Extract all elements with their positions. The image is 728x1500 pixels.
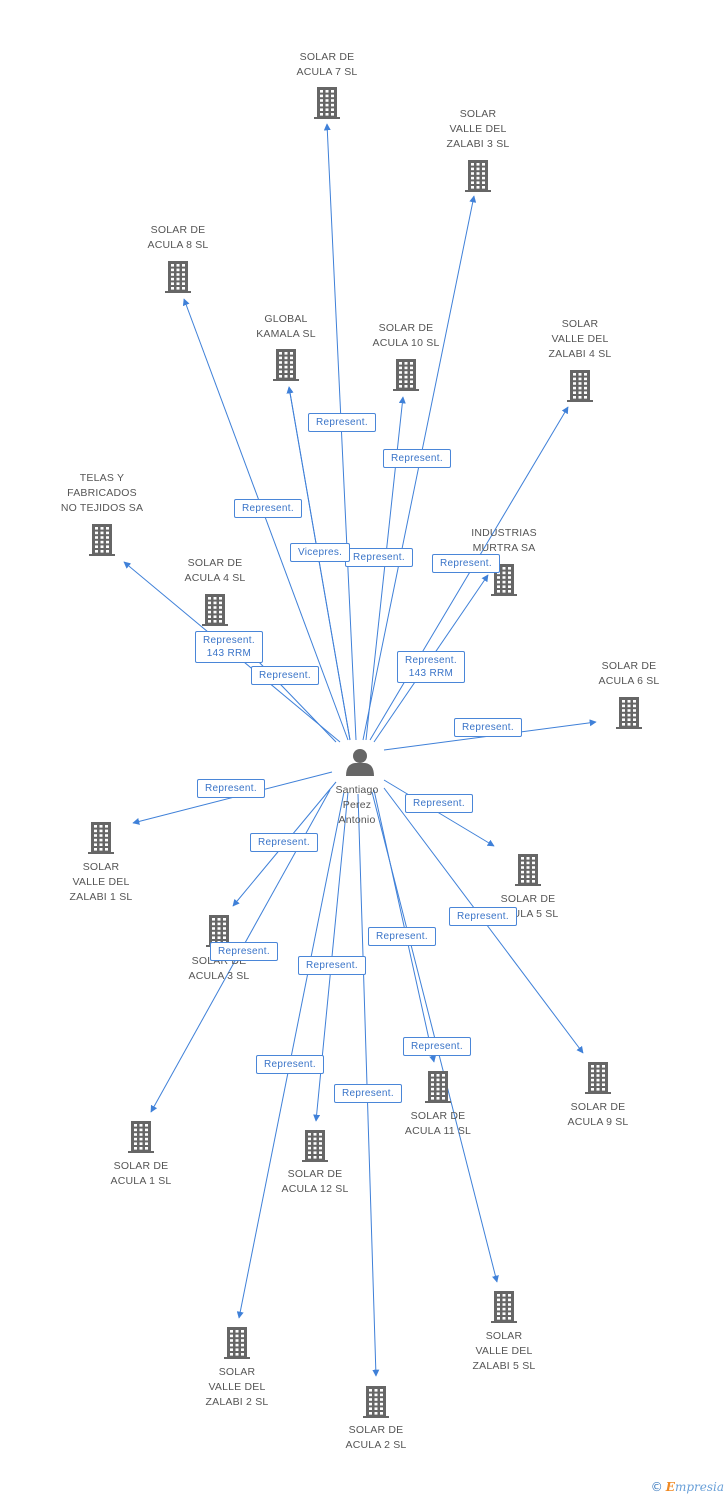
edge-solar-acula-8 [182, 298, 349, 741]
building-icon[interactable] [89, 524, 115, 556]
company-label-solar-zalabi-5[interactable]: SOLAR VALLE DEL ZALABI 5 SL [472, 1330, 536, 1372]
company-label-telas-fabricados[interactable]: TELAS Y FABRICADOS NO TEJIDOS SA [60, 472, 144, 514]
relation-label[interactable]: Represent. 143 RRM [195, 631, 263, 663]
company-label-global-kamala[interactable]: GLOBAL KAMALA SL [256, 313, 316, 340]
company-label-solar-acula-9[interactable]: SOLAR DE ACULA 9 SL [567, 1101, 629, 1128]
person-name[interactable]: Santiago Perez Antonio [335, 784, 379, 826]
company-label-solar-zalabi-3[interactable]: SOLAR VALLE DEL ZALABI 3 SL [446, 108, 510, 150]
company-label-solar-acula-10[interactable]: SOLAR DE ACULA 10 SL [372, 322, 440, 349]
company-label-solar-acula-6[interactable]: SOLAR DE ACULA 6 SL [598, 660, 660, 687]
brand-name: mpresia [674, 1480, 724, 1494]
building-icon[interactable] [224, 1327, 250, 1359]
relation-label[interactable]: Represent. [250, 833, 318, 852]
relation-label[interactable]: Represent. [368, 927, 436, 946]
relation-label[interactable]: Represent. [234, 499, 302, 518]
building-icon[interactable] [88, 822, 114, 854]
building-icon[interactable] [425, 1071, 451, 1103]
building-icon[interactable] [515, 854, 541, 886]
relation-label[interactable]: Represent. 143 RRM [397, 651, 465, 683]
company-label-solar-acula-2[interactable]: SOLAR DE ACULA 2 SL [345, 1424, 407, 1451]
relation-label[interactable]: Represent. [449, 907, 517, 926]
brand-initial: E [665, 1480, 675, 1494]
company-label-solar-zalabi-2[interactable]: SOLAR VALLE DEL ZALABI 2 SL [205, 1366, 269, 1408]
edge-solar-zalabi-3 [362, 195, 477, 741]
relation-label[interactable]: Represent. [405, 794, 473, 813]
building-icon[interactable] [567, 370, 593, 402]
building-icon[interactable] [302, 1130, 328, 1162]
building-icon[interactable] [616, 697, 642, 729]
building-icon[interactable] [128, 1121, 154, 1153]
company-label-solar-acula-12[interactable]: SOLAR DE ACULA 12 SL [281, 1168, 349, 1195]
company-label-solar-acula-4[interactable]: SOLAR DE ACULA 4 SL [184, 557, 246, 584]
relation-label[interactable]: Represent. [251, 666, 319, 685]
relation-label[interactable]: Represent. [454, 718, 522, 737]
relation-label[interactable]: Represent. [403, 1037, 471, 1056]
relation-label[interactable]: Represent. [308, 413, 376, 432]
edge-solar-zalabi-4 [369, 406, 569, 741]
building-icon[interactable] [465, 160, 491, 192]
relation-label[interactable]: Represent. [197, 779, 265, 798]
edge-solar-acula-5 [383, 779, 495, 847]
building-icon[interactable] [202, 594, 228, 626]
company-label-industrias-murtra[interactable]: INDUSTRIAS MURTRA SA [471, 527, 537, 554]
building-icon[interactable] [393, 359, 419, 391]
relation-label[interactable]: Represent. [383, 449, 451, 468]
relation-label[interactable]: Represent. [210, 942, 278, 961]
relation-label[interactable]: Represent. [334, 1084, 402, 1103]
company-label-solar-zalabi-1[interactable]: SOLAR VALLE DEL ZALABI 1 SL [69, 861, 133, 903]
building-icon[interactable] [314, 87, 340, 119]
building-icon[interactable] [363, 1386, 389, 1418]
relation-label[interactable]: Represent. [432, 554, 500, 573]
relation-label[interactable]: Vicepres. [290, 543, 351, 562]
building-icon[interactable] [491, 1291, 517, 1323]
building-icon[interactable] [165, 261, 191, 293]
company-label-solar-acula-11[interactable]: SOLAR DE ACULA 11 SL [404, 1110, 472, 1137]
building-icon[interactable] [585, 1062, 611, 1094]
relation-label[interactable]: Represent. [298, 956, 366, 975]
building-icon[interactable] [273, 349, 299, 381]
edge-solar-acula-11 [373, 789, 437, 1063]
footer-brand: ©Empresia [651, 1480, 724, 1494]
relation-label[interactable]: Represent. [256, 1055, 324, 1074]
edge-solar-acula-7 [323, 123, 357, 741]
relation-label[interactable]: Represent. [345, 548, 413, 567]
copyright-symbol: © [650, 1480, 663, 1494]
edge-global-kamala [286, 386, 351, 741]
person-icon[interactable] [346, 749, 374, 776]
company-label-solar-zalabi-4[interactable]: SOLAR VALLE DEL ZALABI 4 SL [548, 318, 612, 360]
company-label-solar-acula-8[interactable]: SOLAR DE ACULA 8 SL [147, 224, 209, 251]
company-label-solar-acula-7[interactable]: SOLAR DE ACULA 7 SL [296, 51, 358, 78]
company-label-solar-acula-5[interactable]: SOLAR DE ACULA 5 SL [498, 893, 559, 920]
company-label-solar-acula-1[interactable]: SOLAR DE ACULA 1 SL [110, 1160, 172, 1187]
